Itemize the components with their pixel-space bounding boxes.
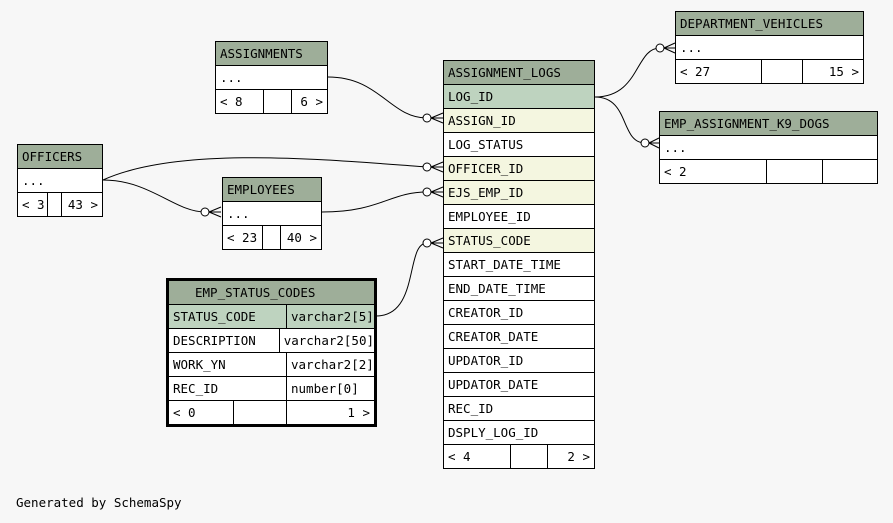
footer-spacer <box>48 193 62 216</box>
column-type: varchar2[2] <box>291 357 374 372</box>
child-count <box>823 160 877 183</box>
cardinality-circle <box>422 162 432 172</box>
table-title[interactable]: EMPLOYEES <box>223 178 321 202</box>
table-title[interactable]: EMP_STATUS_CODES <box>169 281 374 305</box>
child-count: 43 > <box>67 197 98 212</box>
table-officers[interactable]: OFFICERS ... < 3 43 > <box>17 144 103 217</box>
edge-assignments-assign-id <box>327 76 428 119</box>
table-footer: < 23 40 > <box>223 226 321 249</box>
column-row[interactable]: STATUS_CODE varchar2[5] <box>169 305 374 329</box>
footer-spacer <box>264 90 292 113</box>
table-footer: < 2 <box>660 160 877 183</box>
table-footer: < 8 6 > <box>216 90 327 113</box>
column-row[interactable]: WORK_YN varchar2[2] <box>169 353 374 377</box>
parent-count: < 8 <box>216 90 264 113</box>
footer-spacer <box>511 445 548 468</box>
edge-officers-officer-id <box>102 157 428 181</box>
column-dsply-log-id[interactable]: DSPLY_LOG_ID <box>444 421 594 445</box>
table-title[interactable]: ASSIGNMENTS <box>216 42 327 66</box>
table-emp-status-codes[interactable]: EMP_STATUS_CODES STATUS_CODE varchar2[5]… <box>166 278 377 427</box>
column-updator-id[interactable]: UPDATOR_ID <box>444 349 594 373</box>
column-rec-id[interactable]: REC_ID <box>444 397 594 421</box>
column-updator-date[interactable]: UPDATOR_DATE <box>444 373 594 397</box>
column-type: varchar2[5] <box>291 309 374 324</box>
table-assignment-logs[interactable]: ASSIGNMENT_LOGS LOG_ID ASSIGN_ID LOG_STA… <box>443 60 595 469</box>
edge-logs-department-vehicles <box>594 47 661 98</box>
child-count: 1 > <box>347 405 370 420</box>
column-end-date-time[interactable]: END_DATE_TIME <box>444 277 594 301</box>
table-footer: < 3 43 > <box>18 193 102 216</box>
column-status-code[interactable]: STATUS_CODE <box>444 229 594 253</box>
footer-spacer <box>762 60 803 83</box>
table-footer: < 27 15 > <box>676 60 863 83</box>
generated-by-credit: Generated by SchemaSpy <box>16 495 182 510</box>
cardinality-circle <box>655 43 665 53</box>
child-count: 15 > <box>828 64 859 79</box>
crowfoot <box>648 137 660 149</box>
child-count: 2 > <box>567 449 590 464</box>
edge-logs-k9-dogs <box>594 96 646 144</box>
parent-count: < 23 <box>223 226 263 249</box>
parent-count: < 3 <box>18 193 48 216</box>
column-name: DESCRIPTION <box>169 329 280 352</box>
table-ellipsis: ... <box>676 36 863 60</box>
cardinality-circle <box>200 207 210 217</box>
crowfoot <box>663 42 676 54</box>
column-name: WORK_YN <box>169 353 287 376</box>
table-employees[interactable]: EMPLOYEES ... < 23 40 > <box>222 177 322 250</box>
column-ejs-emp-id[interactable]: EJS_EMP_ID <box>444 181 594 205</box>
table-footer: < 4 2 > <box>444 445 594 468</box>
table-ellipsis: ... <box>216 66 327 90</box>
column-creator-date[interactable]: CREATOR_DATE <box>444 325 594 349</box>
column-assign-id[interactable]: ASSIGN_ID <box>444 109 594 133</box>
edge-officers-employees <box>102 179 206 213</box>
crowfoot <box>430 237 444 249</box>
column-start-date-time[interactable]: START_DATE_TIME <box>444 253 594 277</box>
column-log-id[interactable]: LOG_ID <box>444 85 594 109</box>
table-emp-assignment-k9-dogs[interactable]: EMP_ASSIGNMENT_K9_DOGS ... < 2 <box>659 111 878 184</box>
parent-count: < 27 <box>676 60 762 83</box>
column-employee-id[interactable]: EMPLOYEE_ID <box>444 205 594 229</box>
column-officer-id[interactable]: OFFICER_ID <box>444 157 594 181</box>
cardinality-circle <box>640 138 650 148</box>
cardinality-circle <box>422 238 432 248</box>
cardinality-circle <box>422 113 432 123</box>
crowfoot <box>208 206 222 218</box>
table-title[interactable]: EMP_ASSIGNMENT_K9_DOGS <box>660 112 877 136</box>
edge-emp-status-codes-status-code <box>375 242 428 317</box>
cardinality-circle <box>422 187 432 197</box>
table-footer: < 0 1 > <box>169 401 374 424</box>
edge-employees-ejs-emp-id <box>321 191 428 213</box>
column-type: varchar2[50] <box>283 333 374 348</box>
column-name: REC_ID <box>169 377 287 400</box>
table-ellipsis: ... <box>660 136 877 160</box>
column-name: STATUS_CODE <box>169 305 287 328</box>
table-title[interactable]: ASSIGNMENT_LOGS <box>444 61 594 85</box>
parent-count: < 2 <box>660 160 767 183</box>
child-count: 40 > <box>286 230 317 245</box>
column-row[interactable]: DESCRIPTION varchar2[50] <box>169 329 374 353</box>
table-title[interactable]: OFFICERS <box>18 145 102 169</box>
column-creator-id[interactable]: CREATOR_ID <box>444 301 594 325</box>
table-ellipsis: ... <box>18 169 102 193</box>
table-ellipsis: ... <box>223 202 321 226</box>
crowfoot <box>430 112 444 124</box>
column-row[interactable]: REC_ID number[0] <box>169 377 374 401</box>
column-log-status[interactable]: LOG_STATUS <box>444 133 594 157</box>
table-assignments[interactable]: ASSIGNMENTS ... < 8 6 > <box>215 41 328 114</box>
crowfoot <box>430 161 444 173</box>
table-title[interactable]: DEPARTMENT_VEHICLES <box>676 12 863 36</box>
child-count: 6 > <box>300 94 323 109</box>
parent-count: < 4 <box>444 445 511 468</box>
footer-spacer <box>767 160 823 183</box>
crowfoot <box>430 186 444 198</box>
footer-spacer <box>234 401 287 424</box>
parent-count: < 0 <box>169 401 234 424</box>
table-department-vehicles[interactable]: DEPARTMENT_VEHICLES ... < 27 15 > <box>675 11 864 84</box>
column-type: number[0] <box>291 381 359 396</box>
footer-spacer <box>263 226 281 249</box>
